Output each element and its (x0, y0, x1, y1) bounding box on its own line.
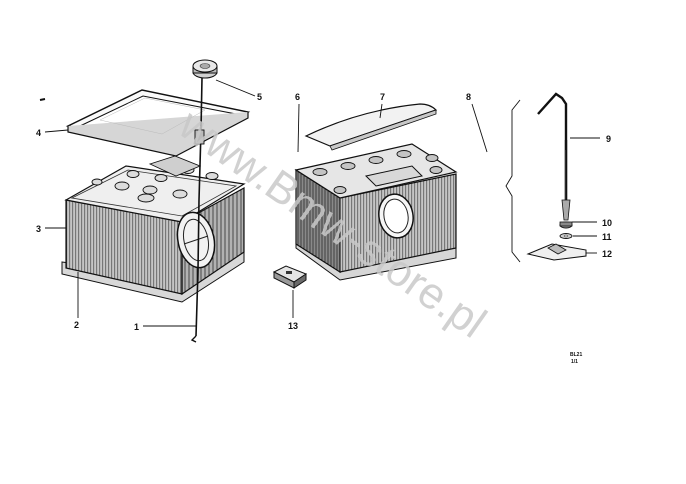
callout-8: 8 (466, 92, 471, 102)
battery-right (294, 143, 458, 281)
j-bolt (537, 92, 571, 221)
clamp-plate (526, 243, 587, 261)
callout-12: 12 (602, 249, 612, 259)
drawing-ref-sheet: 1/1 (571, 359, 578, 365)
callout-2: 2 (74, 320, 79, 330)
callout-13: 13 (288, 321, 298, 331)
battery-cover (304, 103, 438, 151)
filler-cap (192, 59, 218, 79)
callout-6: 6 (295, 92, 300, 102)
callout-11: 11 (602, 232, 612, 242)
washer (559, 233, 573, 239)
battery-left (61, 155, 246, 303)
leader-lines (44, 79, 600, 327)
callout-4: 4 (36, 128, 41, 138)
bracket-group (505, 99, 521, 263)
hold-down-rod (190, 77, 205, 343)
callout-1: 1 (134, 322, 139, 332)
bracket-13 (272, 265, 308, 289)
drawing-ref-code: BL21 (570, 352, 582, 358)
callout-10: 10 (602, 218, 612, 228)
callout-3: 3 (36, 224, 41, 234)
nut (559, 221, 573, 229)
callout-5: 5 (257, 92, 262, 102)
callout-7: 7 (380, 92, 385, 102)
callout-9: 9 (606, 134, 611, 144)
